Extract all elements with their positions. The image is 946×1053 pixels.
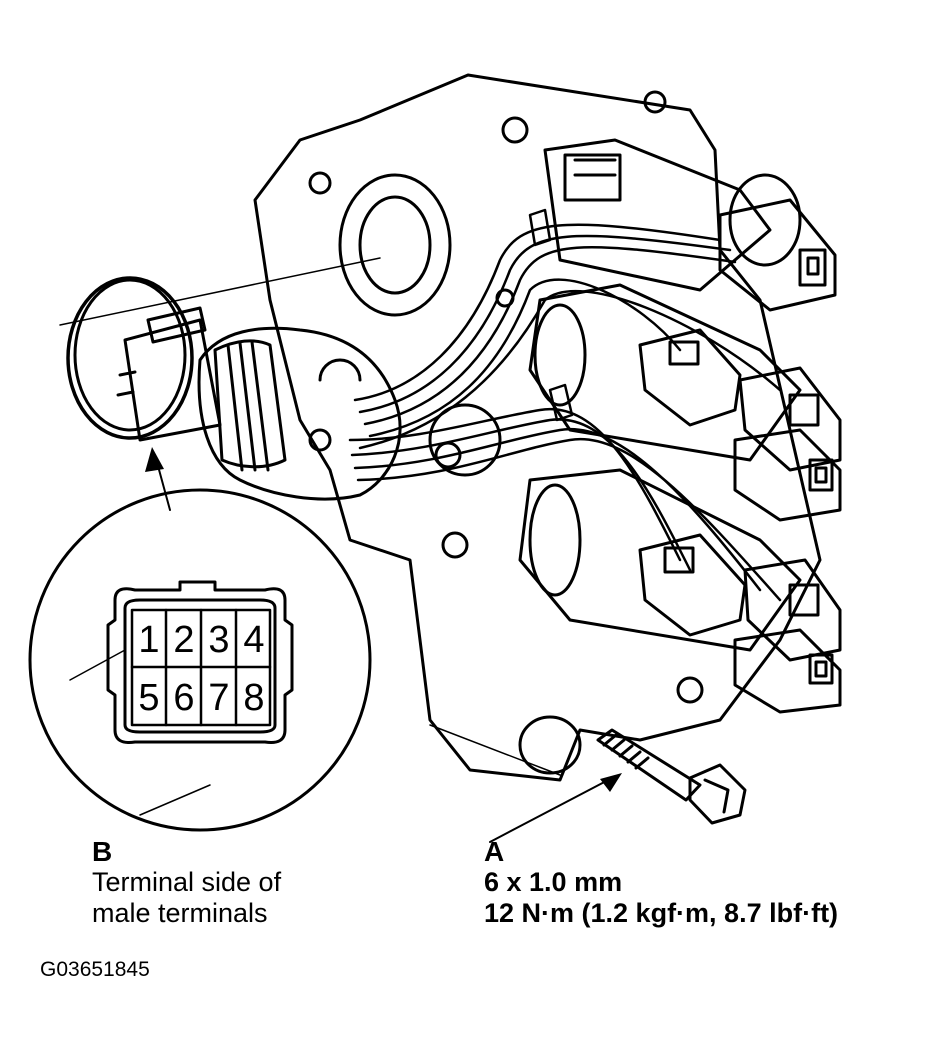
callout-b-line2: male terminals: [92, 898, 268, 928]
callout-a-torque: 12 N·m (1.2 kgf·m, 8.7 lbf·ft): [484, 898, 839, 928]
terminal-8: 8: [243, 677, 264, 719]
middle-solenoids: [528, 283, 842, 522]
terminal-4: 4: [243, 619, 264, 661]
terminal-2: 2: [173, 619, 194, 661]
callout-a-size: 6 x 1.0 mm: [484, 867, 623, 897]
terminal-numbers: 1 2 3 4 5 6 7 8: [138, 619, 264, 719]
leader-lines: [59, 257, 561, 816]
o-ring: [66, 276, 194, 440]
terminal-7: 7: [208, 677, 229, 719]
lower-solenoids: [518, 468, 842, 714]
callout-a-letter: A: [484, 836, 505, 867]
terminal-3: 3: [208, 619, 229, 661]
callout-b-line1: Terminal side of: [92, 867, 282, 897]
terminal-5: 5: [138, 677, 159, 719]
terminal-6: 6: [173, 677, 194, 719]
callout-b-letter: B: [92, 836, 113, 867]
terminal-1: 1: [138, 619, 159, 661]
connector-face-detail: [28, 488, 372, 832]
bolt-a: [596, 728, 747, 825]
wire-harness: [348, 208, 782, 602]
upper-solenoid: [543, 138, 837, 312]
figure-id: G03651845: [40, 958, 150, 981]
main-connector: [73, 278, 402, 501]
